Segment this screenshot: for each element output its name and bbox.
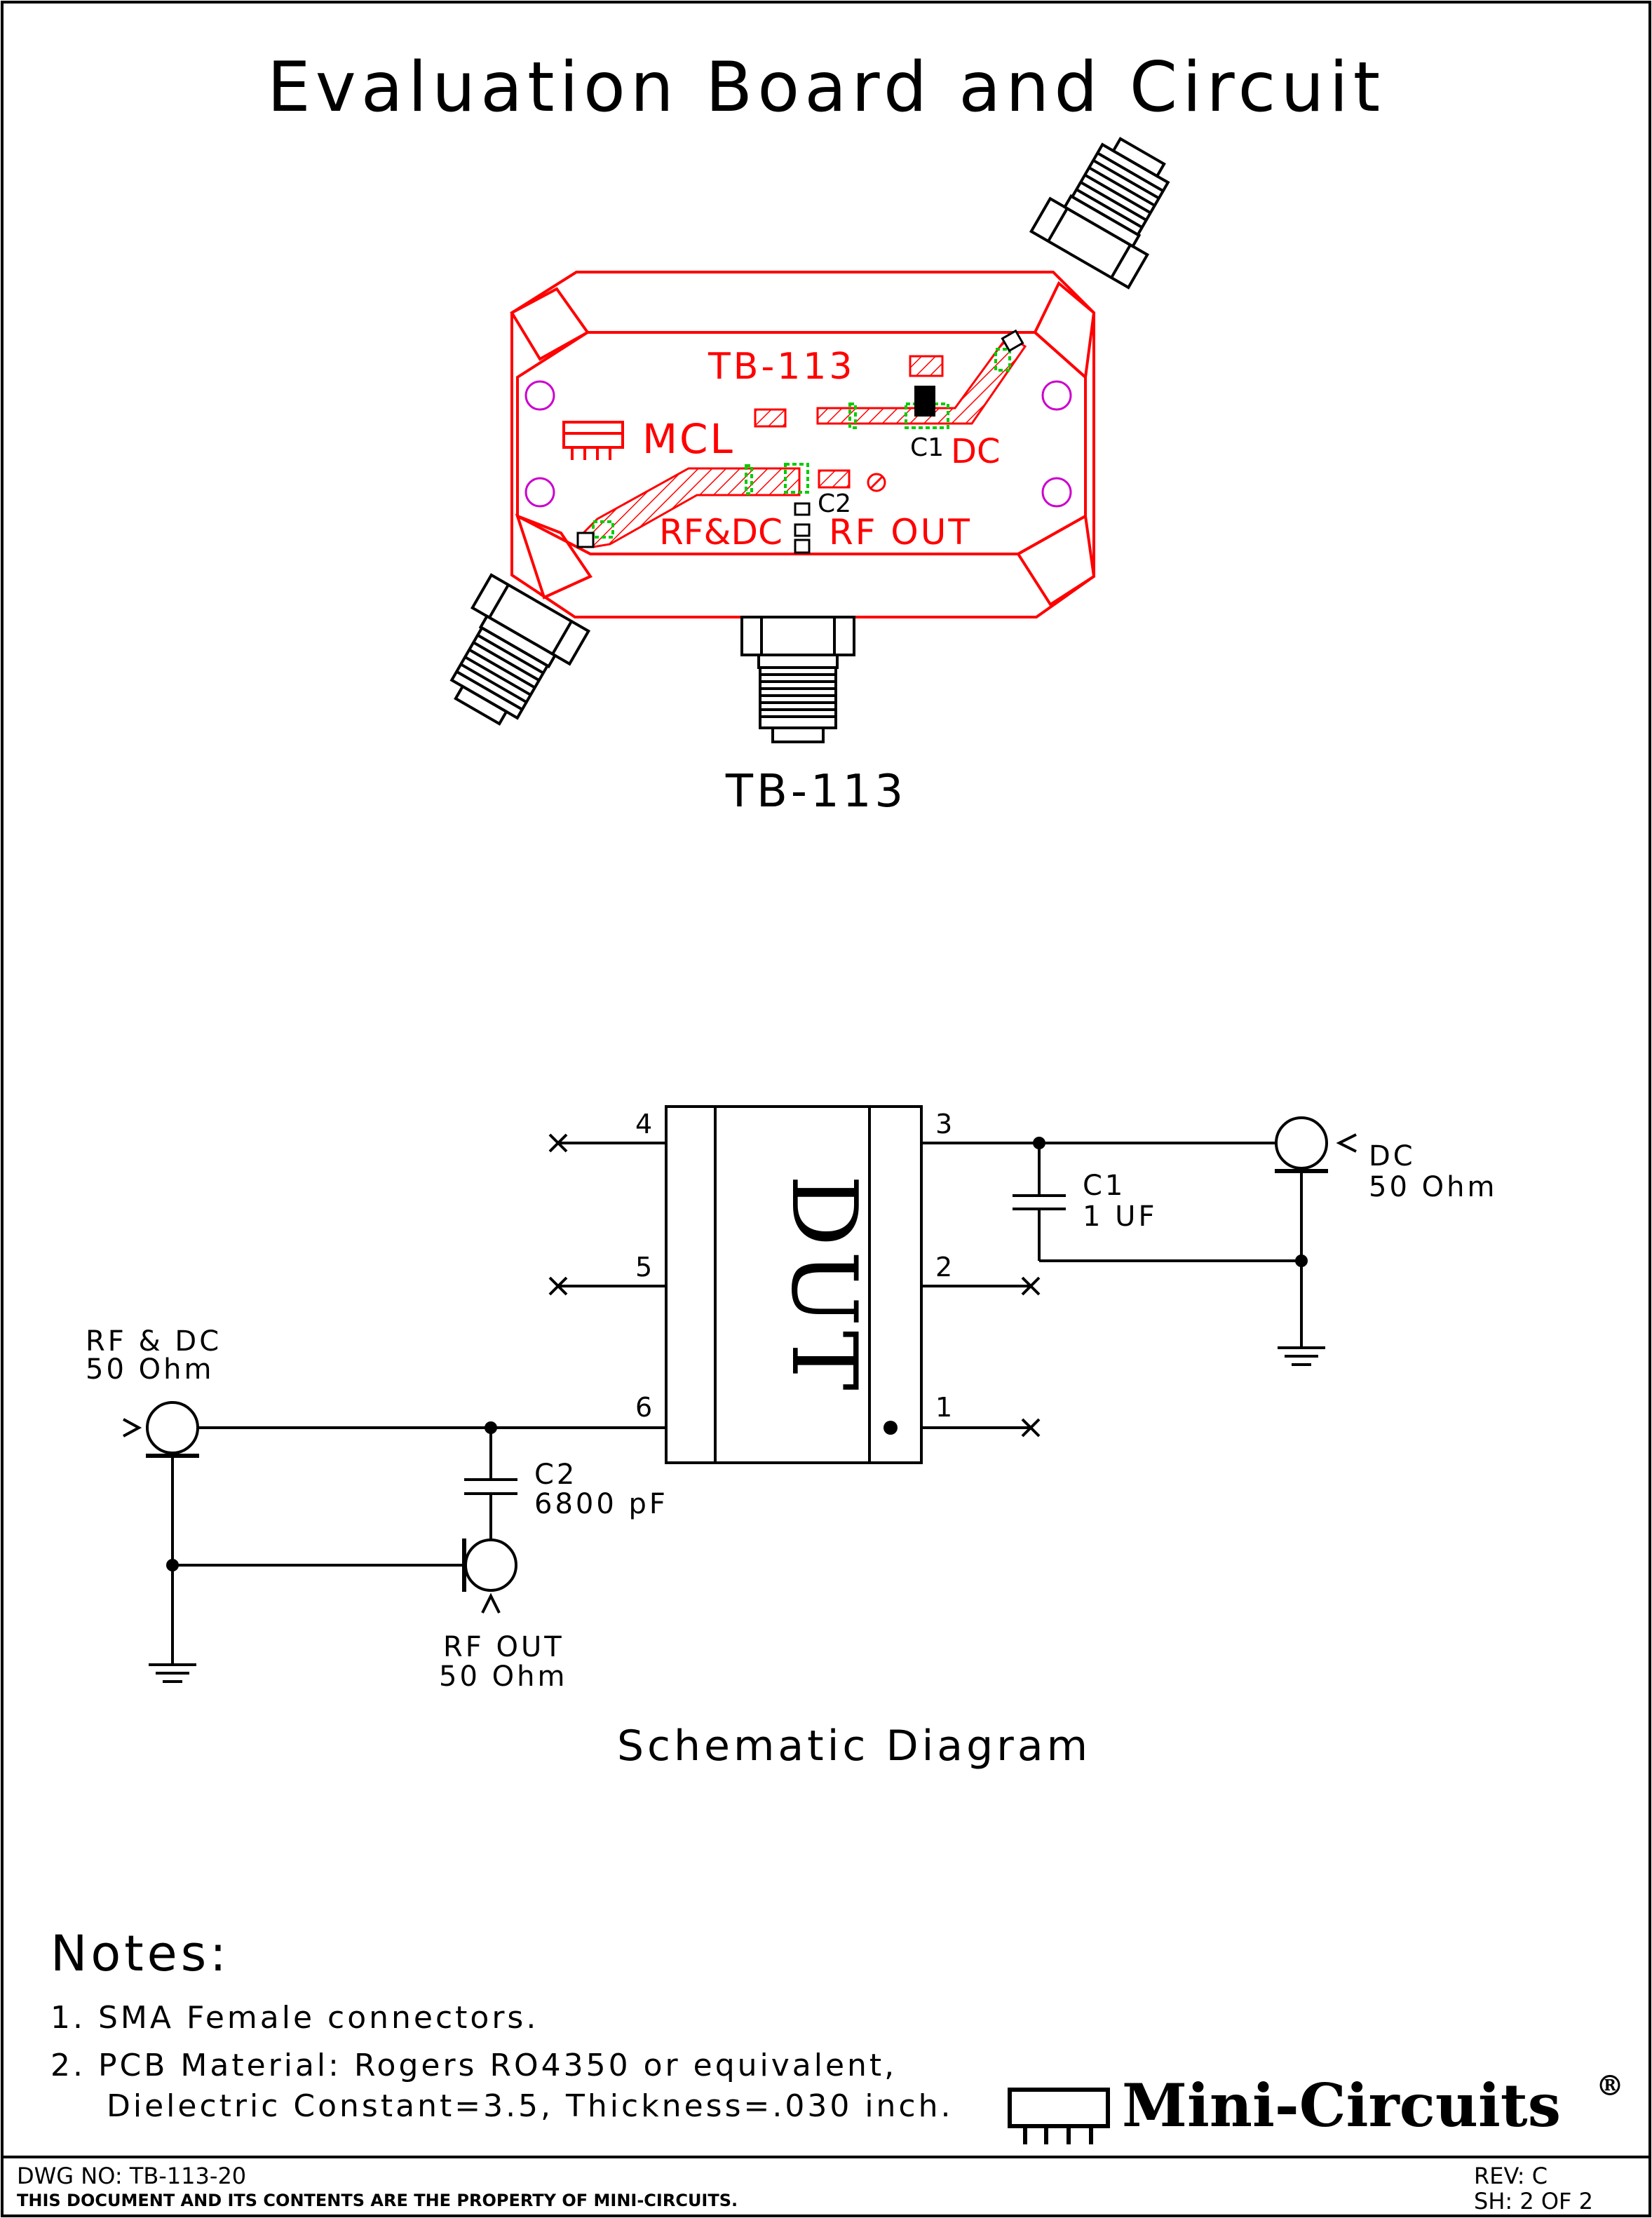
corner-tab-top-right — [1033, 280, 1096, 381]
c1-board-label: C1 — [910, 433, 944, 462]
connector-pad-left — [576, 532, 595, 548]
junction-dots — [166, 1137, 1308, 1571]
page-title: Evaluation Board and Circuit — [267, 48, 1385, 128]
evaluation-board — [510, 271, 1096, 618]
note-item: 1. SMA Female connectors. — [50, 2000, 539, 2036]
mcl-logo-text: MCL — [642, 415, 735, 463]
no-connect-pin-5 — [548, 1276, 568, 1296]
pin-number-6: 6 — [635, 1392, 652, 1423]
junction-dot — [166, 1559, 179, 1571]
board-components — [576, 329, 1024, 554]
via-marker — [867, 473, 886, 492]
dc-port-impedance: 50 Ohm — [1369, 1171, 1497, 1203]
note-item: 2. PCB Material: Rogers RO4350 or equiva… — [50, 2048, 897, 2083]
pad-green — [592, 520, 614, 539]
sheet-number: SH: 2 OF 2 — [1474, 2188, 1593, 2214]
brand-name: Mini-Circuits — [1122, 2071, 1561, 2140]
pad-rf-out — [818, 469, 851, 489]
mounting-hole — [1041, 380, 1072, 411]
notes-heading: Notes: — [50, 1925, 230, 1982]
junction-dot — [1295, 1255, 1308, 1267]
pin-1-indicator — [883, 1421, 898, 1435]
c1-value: 1 UF — [1083, 1201, 1157, 1233]
rf-out-port-icon — [464, 1539, 517, 1592]
pin-number-5: 5 — [635, 1252, 652, 1283]
dc-port-icon — [1275, 1116, 1328, 1170]
mounting-hole — [1041, 477, 1072, 508]
pin-number-1: 1 — [935, 1392, 952, 1423]
sma-connector-bottom-left — [449, 573, 591, 726]
mini-circuits-logo-icon — [1008, 2088, 1110, 2144]
pad-center — [754, 408, 787, 428]
schematic — [123, 1105, 1357, 1683]
pad-green — [745, 464, 753, 495]
mcl-logo-icon — [562, 421, 624, 460]
c1-chip — [914, 386, 935, 417]
dc-port-name: DC — [1369, 1140, 1416, 1172]
revision: REV: C — [1474, 2163, 1548, 2189]
c1-name: C1 — [1083, 1170, 1125, 1202]
board-caption: TB-113 — [725, 766, 907, 818]
dc-board-label: DC — [951, 432, 1000, 471]
c2-chip-lower — [794, 523, 811, 537]
corner-tab-bottom-right — [1016, 513, 1096, 607]
dwg-number: DWG NO: TB-113-20 — [17, 2163, 246, 2189]
sma-connector-top-right — [1029, 137, 1170, 290]
rf-dc-port-name: RF & DC — [86, 1325, 222, 1358]
rf-dc-port-impedance: 50 Ohm — [86, 1353, 214, 1386]
board-label: TB-113 — [707, 346, 855, 388]
mounting-hole — [524, 477, 555, 508]
c2-name: C2 — [534, 1459, 577, 1491]
pad-green — [994, 348, 1011, 372]
no-connect-pin-2 — [1021, 1276, 1041, 1296]
pin-number-4: 4 — [635, 1109, 652, 1140]
rf-dc-board-label: RF&DC — [659, 512, 783, 553]
connector-pad-right — [1001, 329, 1024, 353]
board-housing — [510, 271, 1095, 618]
dc-trace — [816, 333, 1027, 425]
brand-mark: ® — [1596, 2069, 1624, 2102]
rf-out-board-label: RF OUT — [829, 512, 972, 553]
junction-dot — [1033, 1137, 1045, 1149]
rf-out-port-impedance: 50 Ohm — [439, 1661, 567, 1693]
pad-green — [848, 403, 857, 429]
no-connect-pin-1 — [1021, 1418, 1041, 1438]
no-connect-pin-4 — [548, 1133, 568, 1153]
note-item: Dielectric Constant=3.5, Thickness=.030 … — [107, 2088, 954, 2124]
junction-dot — [485, 1421, 497, 1434]
rf-out-port-name: RF OUT — [443, 1631, 564, 1663]
mounting-hole — [524, 380, 555, 411]
sma-connector-bottom — [740, 616, 855, 743]
dut-label: DUT — [771, 1175, 876, 1395]
c2-chip-bottom — [794, 539, 811, 554]
schematic-caption: Schematic Diagram — [617, 1722, 1091, 1771]
c2-board-label: C2 — [818, 489, 851, 518]
mounting-holes — [524, 380, 1072, 508]
pin-number-3: 3 — [935, 1109, 952, 1140]
pad-green — [784, 463, 809, 494]
pin-number-2: 2 — [935, 1252, 952, 1283]
corner-tab-top-left — [510, 287, 590, 361]
property-notice: THIS DOCUMENT AND ITS CONTENTS ARE THE P… — [17, 2191, 738, 2210]
via-slash — [869, 475, 884, 490]
rf-dc-port-icon — [146, 1401, 199, 1454]
c2-chip — [794, 502, 811, 516]
pad-c1-top — [909, 355, 944, 377]
corner-tab-bottom-left — [515, 513, 593, 600]
c2-value: 6800 pF — [534, 1488, 668, 1520]
